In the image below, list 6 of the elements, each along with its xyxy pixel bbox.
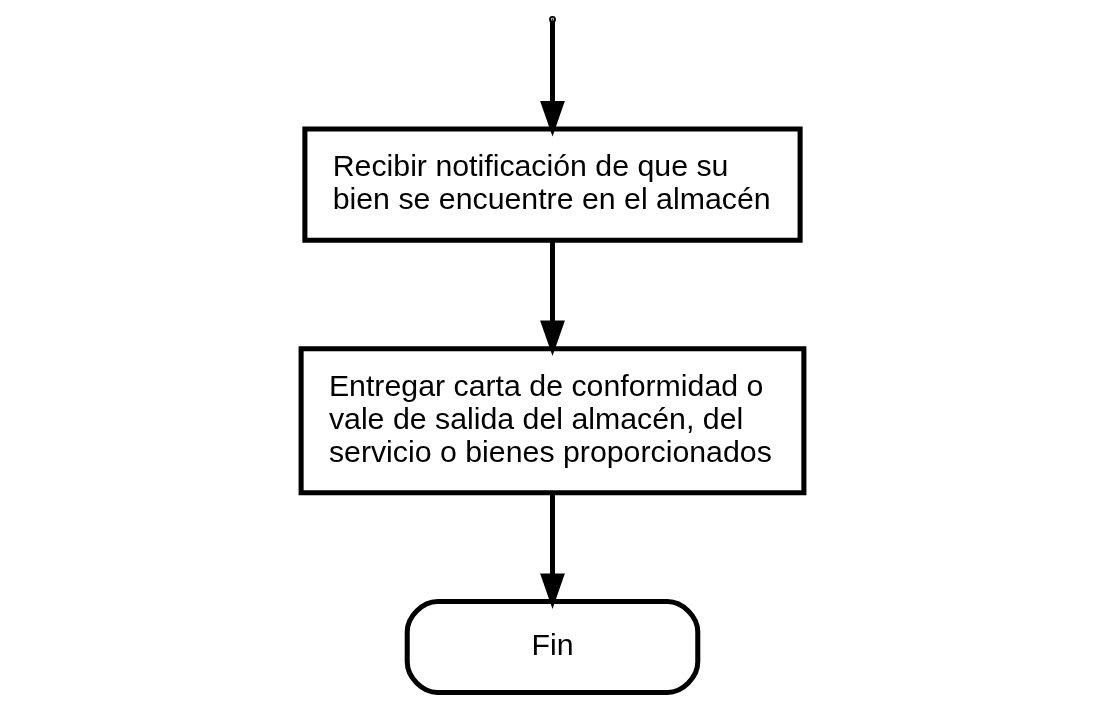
node-box: Entregar carta de conformidad o vale de salida del almacén, del servicio o bienes proporcionados	[298, 346, 806, 496]
node-box: Fin	[404, 598, 700, 695]
arrow	[539, 240, 565, 356]
node-box: Recibir notificación de que su bien se encuentre en el almacén	[301, 126, 803, 243]
arrow	[539, 20, 565, 137]
arrow	[539, 493, 565, 609]
